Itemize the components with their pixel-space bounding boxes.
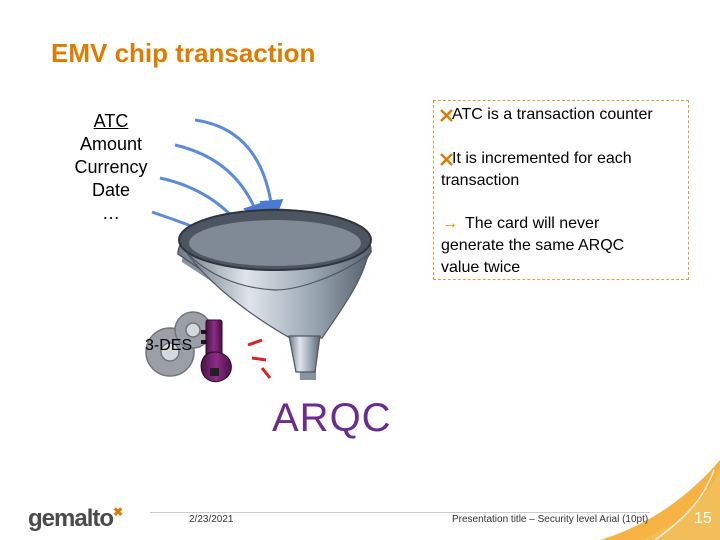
sub-bullet-line3: value twice	[441, 259, 521, 276]
orange-cross-bullet-icon	[440, 109, 453, 122]
footer-divider	[150, 512, 650, 513]
funnel-icon	[177, 208, 372, 380]
footer-presentation-title: Presentation title – Security level Aria…	[452, 514, 649, 525]
arqc-output: ARQC	[272, 396, 392, 440]
orange-cross-bullet-icon	[440, 153, 453, 166]
arrow-bullet-icon: →	[442, 215, 458, 232]
input-amount: Amount	[79, 134, 143, 154]
input-ellipsis: …	[102, 203, 120, 223]
input-atc: ATC	[93, 111, 129, 131]
logo-text: gemalto	[28, 505, 114, 532]
gear-icon	[145, 311, 212, 377]
bullet-incremented-cont: transaction	[441, 172, 520, 189]
key-icon	[200, 319, 232, 383]
des-label: 3-DES	[145, 337, 193, 354]
gemalto-logo: gemalto✖	[28, 505, 123, 533]
input-currency: Currency	[74, 157, 148, 177]
input-date: Date	[91, 180, 131, 200]
bullet-atc-counter: ATC is a transaction counter	[452, 106, 653, 123]
spark-marks	[247, 338, 272, 379]
footer-date: 2/23/2021	[189, 514, 234, 525]
sub-bullet-line2: generate the same ARQC	[441, 237, 625, 254]
corner-decoration	[600, 460, 720, 540]
input-list: ATC Amount Currency Date …	[58, 110, 164, 225]
logo-star-icon: ✖	[113, 505, 123, 519]
explanation-box: ATC is a transaction counter It is incre…	[433, 100, 689, 280]
page-number: 15	[694, 510, 712, 527]
bullet-incremented: It is incremented for each	[452, 150, 632, 167]
slide-title: EMV chip transaction	[51, 38, 316, 68]
sub-bullet-line1: The card will never	[465, 215, 600, 232]
